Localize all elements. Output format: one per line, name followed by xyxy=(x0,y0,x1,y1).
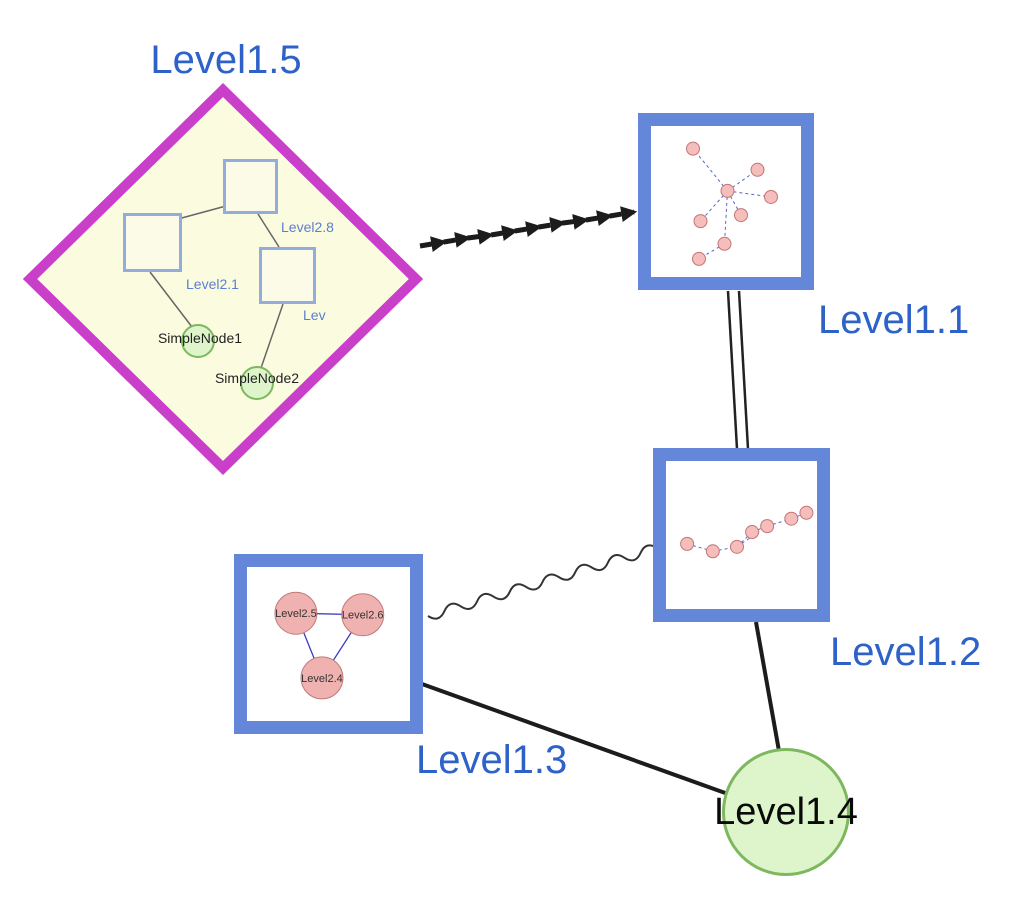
level1-4-node[interactable]: Level1.4 xyxy=(714,748,858,876)
level1-2-label: Level1.2 xyxy=(830,630,982,674)
level1-2-subgraph[interactable] xyxy=(666,461,817,609)
edge-level15-level11-dashed-arrow xyxy=(419,206,638,252)
simplenode1-label: SimpleNode1 xyxy=(157,330,243,346)
simplenode2-label: SimpleNode2 xyxy=(214,370,300,386)
edge-level13-level12-wavy xyxy=(427,544,658,620)
level1-5-diamond-node[interactable] xyxy=(22,83,424,475)
edge-level11-level12-double-left xyxy=(726,290,739,450)
level1-2-node[interactable] xyxy=(653,448,830,622)
level1-4-label: Level1.4 xyxy=(714,790,858,833)
edge-square21-simplenode1 xyxy=(149,271,193,328)
level2-1-node[interactable] xyxy=(123,213,182,272)
edge-squarelev-simplenode2 xyxy=(260,303,284,369)
edge-level12-level14 xyxy=(754,621,781,752)
level1-1-node[interactable] xyxy=(638,113,814,290)
edge-level11-level12-double-right xyxy=(737,290,750,450)
level2-lev-node[interactable] xyxy=(259,247,316,304)
simplenode1-node[interactable] xyxy=(181,324,215,358)
level1-1-subgraph[interactable] xyxy=(651,126,801,277)
simplenode2-node[interactable] xyxy=(240,366,274,400)
edge-square28-square21 xyxy=(177,205,227,220)
level2-8-label: Level2.8 xyxy=(281,219,334,235)
edge-square28-squarelev xyxy=(257,213,280,248)
level2-lev-label: Lev xyxy=(303,307,326,323)
level2-1-label: Level2.1 xyxy=(186,276,239,292)
level1-1-label: Level1.1 xyxy=(818,298,970,342)
svg-text:Level2.6: Level2.6 xyxy=(342,610,384,622)
level2-8-node[interactable] xyxy=(223,159,278,214)
level1-3-label: Level1.3 xyxy=(416,738,568,782)
svg-text:Level2.4: Level2.4 xyxy=(301,673,343,685)
svg-text:Level2.5: Level2.5 xyxy=(275,608,317,620)
level1-5-label: Level1.5 xyxy=(150,38,302,82)
edge-level13-level14 xyxy=(421,682,729,796)
